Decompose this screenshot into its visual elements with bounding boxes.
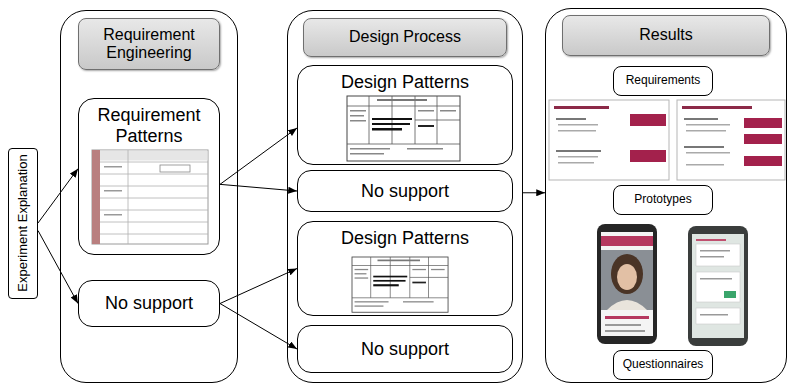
phase-panel: Design ProcessDesign PatternsNo supportD… [287,10,523,383]
app-line [605,316,649,319]
slide-title [554,106,609,109]
flow-arrow [38,231,78,304]
form-rows [100,150,208,244]
slide-line [558,124,598,126]
slide-line [686,124,730,126]
slide-line [558,162,594,164]
app-line [700,256,724,258]
form-line [104,190,122,192]
support-box: No support [78,280,220,327]
slide-bar [744,156,782,166]
flow-arrow [220,184,297,191]
app-line [700,250,730,252]
photo-face [617,264,637,290]
app-line [605,324,641,326]
app-line [696,239,726,241]
app-card [696,272,740,302]
form-stripe [92,150,100,244]
slide-line [684,146,724,148]
form-frame [92,150,208,244]
slide-frame [677,100,785,180]
slide-bar [744,118,782,128]
flow-arrow [220,128,297,184]
box-label: No support [99,293,199,314]
prototype-phone [688,226,748,346]
phase-header: Requirement Engineering [78,18,220,70]
phone-screen [692,234,744,338]
slide-frame [549,100,669,180]
start-box: Experiment Explanation [8,148,38,299]
app-line [605,330,645,332]
form-line [104,166,122,168]
box-label: Prototypes [628,193,697,207]
phase-panel: Requirement EngineeringRequirement Patte… [60,10,238,383]
slide-line [686,164,724,166]
slide-title [682,106,752,109]
slide-bar [630,114,666,126]
app-button [724,291,736,298]
vertical-label: Experiment Explanation [16,154,31,291]
app-card [696,308,740,324]
phone-screen [601,232,653,336]
flow-arrow [523,192,545,193]
support-box: No support [297,170,513,212]
result-box: Prototypes [613,185,713,215]
requirements-slide [549,100,669,180]
result-box: Requirements [613,66,713,96]
slide-line [686,130,726,132]
design-pattern-image [352,257,448,312]
phase-header: Results [562,15,770,56]
app-card [696,244,740,266]
box-label: Questionnaires [617,358,710,372]
slide-line [686,152,730,154]
slide-bar [744,134,782,144]
photo [601,250,653,310]
box-label: No support [355,339,455,360]
slide-line [558,156,598,158]
form-line [104,214,122,216]
flow-arrow [220,269,297,304]
phone-body [597,224,657,344]
box-label: Requirement Patterns [79,99,219,146]
form-header [100,151,208,161]
flow-arrow [220,304,297,350]
box-label: Design Patterns [298,222,512,249]
app-line [700,314,728,316]
box-label: Requirements [620,74,707,88]
requirement-pattern-image [92,150,208,244]
prototype-phone [597,224,657,344]
photo-shoulders [607,300,647,310]
support-box: No support [297,325,513,373]
slide-line [556,118,586,120]
support-box: Design Patterns [297,221,513,316]
flow-arrow [38,169,78,223]
slide-line [556,150,601,152]
form-field [160,165,190,172]
phase-header: Design Process [303,18,507,57]
box-label: No support [355,181,455,202]
photo-hair [611,254,643,294]
result-box: Questionnaires [613,350,713,380]
slide-line [684,118,718,120]
phase-panel: ResultsRequirementsPrototypesQuestionnai… [545,8,787,383]
requirements-slide [677,100,785,180]
support-box: Requirement Patterns [78,98,220,255]
box-label: Design Patterns [298,66,512,93]
app-header [601,236,653,246]
phone-body [688,226,748,346]
support-box: Design Patterns [297,65,513,165]
slide-line [558,130,596,132]
design-pattern-image [347,96,460,161]
app-line [700,278,732,280]
slide-bar [630,150,666,162]
